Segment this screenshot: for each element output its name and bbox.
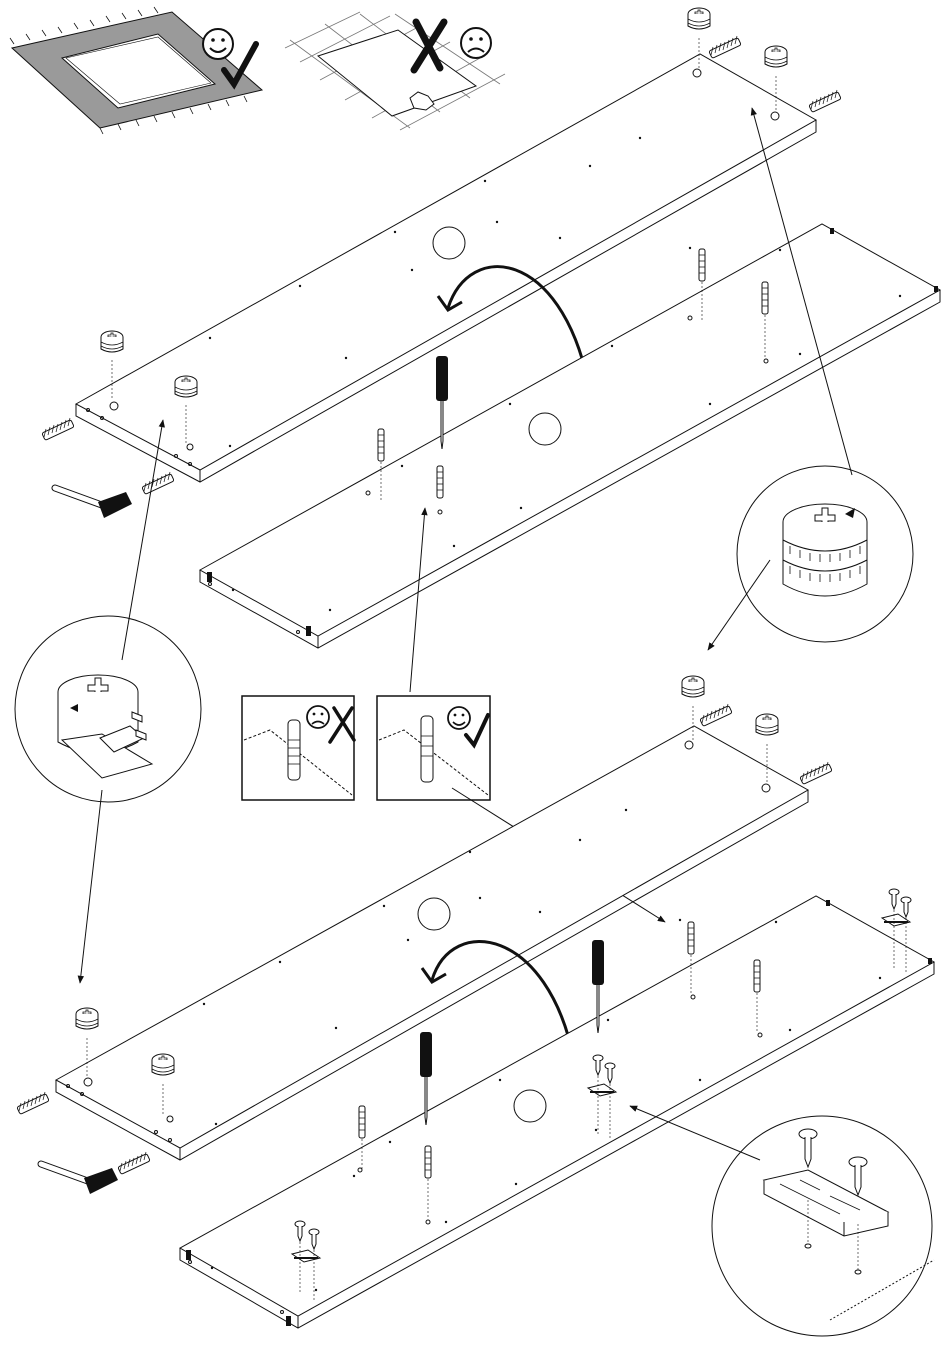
pointer-left-detail-down — [80, 790, 102, 983]
hinge-plate-detail — [712, 1116, 934, 1336]
cam-lock-bottom-4 — [152, 1054, 174, 1075]
cam-bolt-bottom-2 — [800, 762, 832, 784]
wood-dowel-bottom-3 — [754, 960, 760, 992]
cam-bolt-bottom-1 — [700, 704, 732, 726]
hammer-bottom — [41, 1164, 118, 1194]
wood-dowel-top-3 — [762, 282, 768, 314]
cam-lock-bottom-3 — [76, 1008, 98, 1029]
hammer-top — [55, 488, 132, 518]
cam-lock-detail-left — [15, 616, 201, 802]
wood-dowel-bottom-4 — [425, 1146, 431, 1178]
dowel-right-tip — [377, 696, 490, 800]
cam-bolt-top-1 — [709, 36, 741, 58]
wood-dowel-top-4 — [437, 466, 443, 498]
cam-lock-bottom-2 — [756, 714, 778, 735]
rug-ok-tip — [10, 7, 262, 134]
wood-dowel-top-2 — [699, 249, 705, 281]
cam-bolt-top-3 — [42, 418, 74, 440]
wood-dowel-bottom-2 — [688, 922, 694, 954]
cam-lock-top-1 — [688, 8, 710, 29]
cam-bolt-top-2 — [809, 90, 841, 112]
cam-bolt-bottom-4 — [118, 1152, 150, 1174]
cam-bolt-bottom-3 — [17, 1092, 49, 1114]
dowel-wrong-tip — [242, 696, 354, 800]
wood-dowel-top-1 — [378, 429, 384, 461]
cam-lock-top-4 — [175, 376, 197, 397]
cam-lock-top-2 — [765, 46, 787, 67]
cam-lock-top-3 — [101, 331, 123, 352]
pointer-hinge-detail — [630, 1106, 760, 1160]
wood-dowel-bottom-1 — [359, 1106, 365, 1138]
cam-lock-bottom-1 — [682, 676, 704, 697]
hard-floor-bad-tip — [285, 12, 505, 130]
cam-lock-detail-right — [737, 466, 913, 642]
cam-bolt-top-4 — [142, 472, 174, 494]
